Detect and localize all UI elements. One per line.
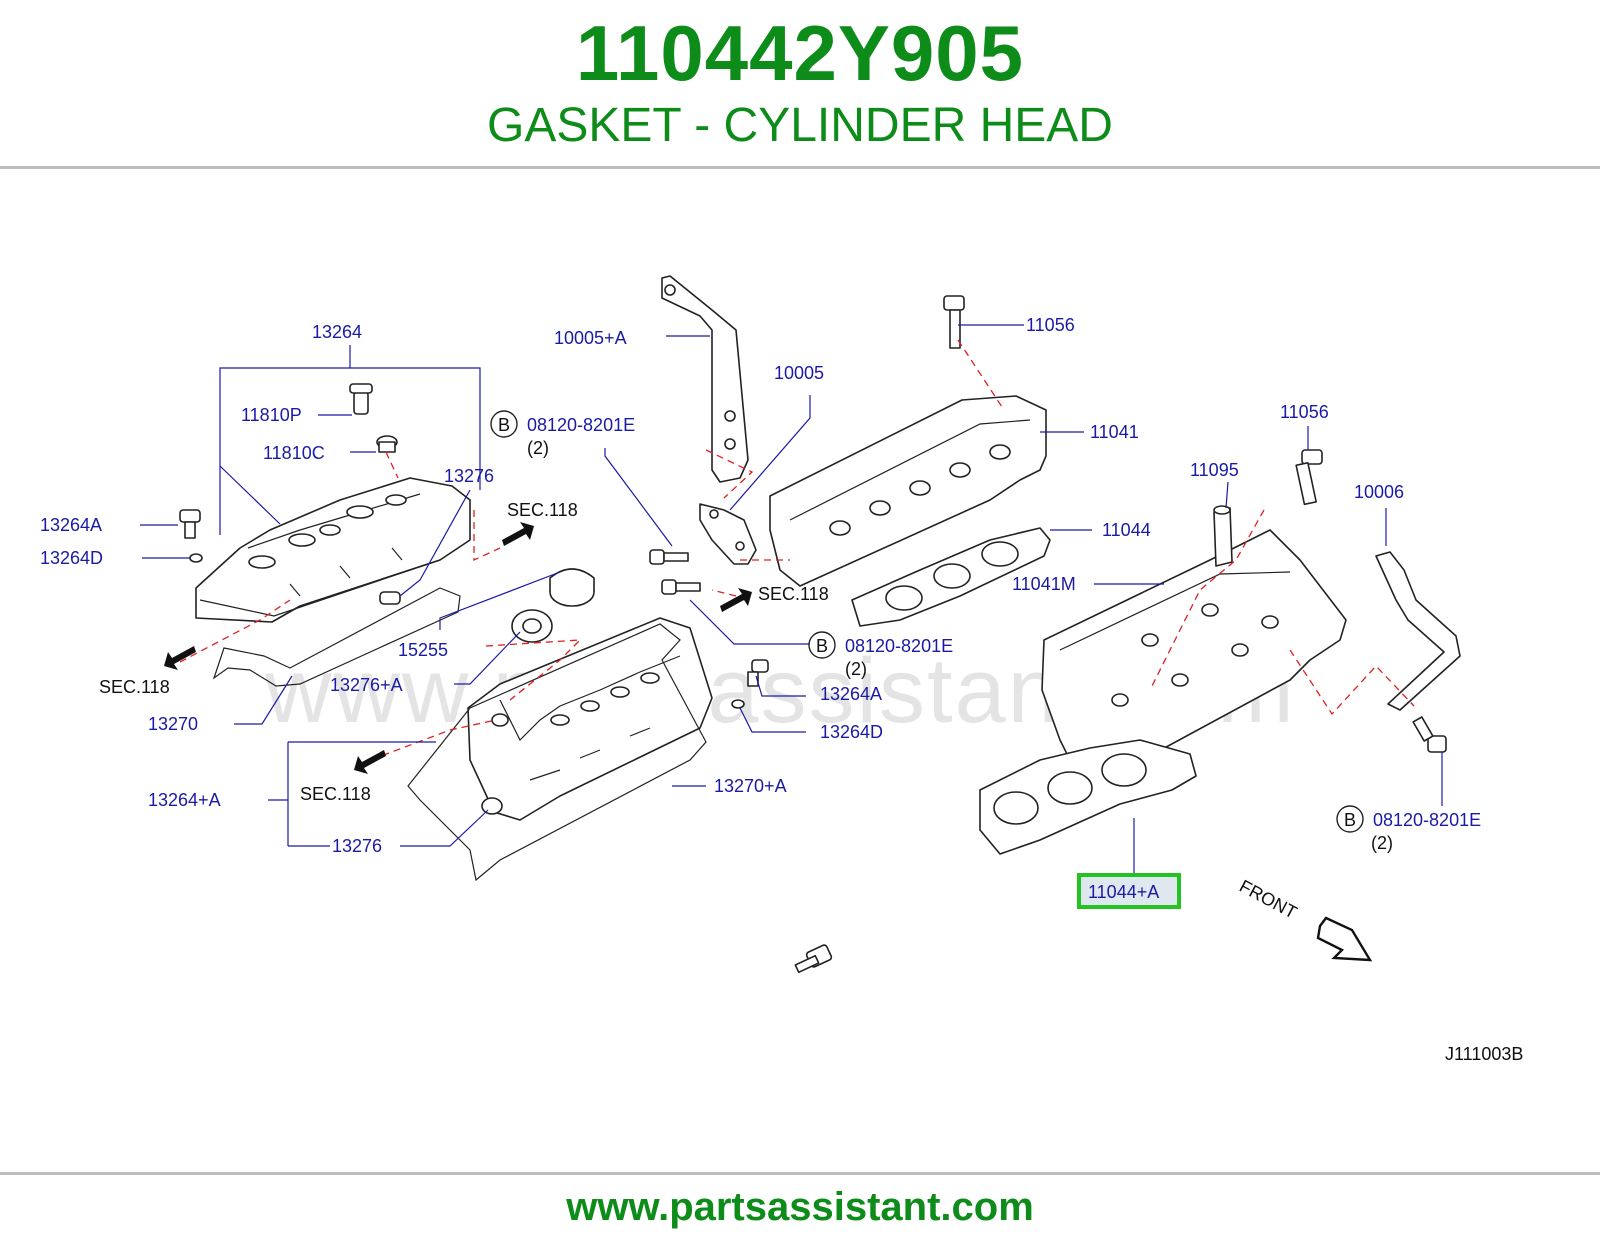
header-divider [0, 166, 1600, 169]
dowel-11095[interactable] [1213, 505, 1233, 567]
callout-15255[interactable]: 15255 [398, 640, 448, 660]
callout-13270[interactable]: 13270 [148, 714, 198, 734]
highlight-box [1077, 873, 1181, 909]
callout-11041[interactable]: 11041 [1090, 422, 1139, 442]
bolt-ref-2-part: 08120-8201E [845, 636, 953, 656]
bolt-ref-2[interactable]: B 08120-8201E (2) [808, 631, 953, 679]
callout-13264[interactable]: 13264 [312, 322, 362, 342]
bracket-10006[interactable] [1375, 551, 1461, 711]
callout-11056-top[interactable]: 11056 [1026, 315, 1075, 335]
bolt-ref-3-qty: (2) [1371, 833, 1393, 853]
callout-10006[interactable]: 10006 [1354, 482, 1404, 502]
callout-11056-right[interactable]: 11056 [1280, 402, 1329, 422]
bolt-ref-3-letter: B [1344, 810, 1356, 830]
sec-ref-4[interactable]: SEC.118 [300, 784, 371, 804]
bolt-11056-top[interactable] [943, 295, 965, 349]
cylinder-head-11041[interactable] [769, 395, 1047, 587]
bolt-13264A-left[interactable] [179, 509, 201, 539]
bolt-bottom[interactable] [794, 944, 833, 974]
callout-13270A[interactable]: 13270+A [714, 776, 787, 796]
washer-13264D-left[interactable] [189, 553, 203, 563]
bolt-11056-right[interactable] [1295, 449, 1323, 506]
gasket-11044A[interactable] [979, 739, 1197, 855]
grommet-11810C[interactable] [376, 435, 398, 453]
arrow-sec118-c [164, 646, 196, 670]
part-name-subtitle: GASKET - CYLINDER HEAD [487, 99, 1113, 152]
valve-cover-lower[interactable] [467, 617, 713, 821]
cylinder-head-11041M[interactable] [1041, 529, 1347, 781]
callout-13264D-left[interactable]: 13264D [40, 548, 103, 568]
washer-13264D-mid[interactable] [731, 699, 745, 709]
callout-11810P[interactable]: 11810P [241, 405, 302, 425]
part-number-title: 110442Y905 [575, 9, 1025, 97]
bolt-08120-upper-left[interactable] [649, 549, 689, 565]
bolt-ref-2-letter: B [816, 636, 828, 656]
callout-10005A[interactable]: 10005+A [554, 328, 627, 348]
bracket-10005A[interactable] [661, 275, 749, 483]
oil-filler-cap-15255[interactable] [549, 568, 595, 607]
parts-diagram: www.partsassistant.com [40, 275, 1523, 1064]
bolt-08120-right[interactable] [1412, 716, 1447, 753]
oil-filler-cap-11810P[interactable] [349, 383, 373, 415]
callout-11810C[interactable]: 11810C [263, 443, 325, 463]
gasket-13270[interactable] [212, 587, 461, 687]
callout-10005[interactable]: 10005 [774, 363, 824, 383]
arrow-sec118-a [502, 522, 534, 546]
bolt-13264A-mid[interactable] [747, 659, 769, 687]
seal-13276A[interactable] [511, 609, 553, 643]
callout-13264A-left[interactable]: 13264A [40, 515, 102, 535]
bolt-ref-1[interactable]: B 08120-8201E (2) [490, 410, 635, 458]
front-label: FRONT [1236, 876, 1300, 923]
bolt-ref-2-qty: (2) [845, 659, 867, 679]
arrow-sec118-b [720, 588, 752, 612]
footer-url-link[interactable]: www.partsassistant.com [566, 1185, 1034, 1229]
callout-11095[interactable]: 11095 [1190, 460, 1239, 480]
gasket-11044[interactable] [851, 527, 1051, 627]
valve-cover-upper[interactable] [195, 477, 471, 623]
bolt-ref-3[interactable]: B 08120-8201E (2) [1336, 805, 1481, 853]
front-arrow-icon [1316, 916, 1373, 962]
seal-13276-upper[interactable] [379, 591, 401, 605]
diagram-ref-code: J111003B [1445, 1044, 1523, 1064]
seal-13276-lower[interactable] [481, 797, 503, 815]
arrow-sec118-d [354, 750, 386, 774]
bolt-08120-mid[interactable] [661, 579, 701, 595]
gasket-13270A[interactable] [407, 623, 707, 882]
callout-13264D-mid[interactable]: 13264D [820, 722, 883, 742]
sec-ref-3[interactable]: SEC.118 [99, 677, 170, 697]
bolt-ref-1-letter: B [498, 415, 510, 435]
bracket-10005[interactable] [699, 503, 757, 565]
page-header: 110442Y905 GASKET - CYLINDER HEAD [0, 0, 1600, 168]
footer-divider [0, 1172, 1600, 1175]
callout-13276A[interactable]: 13276+A [330, 675, 403, 695]
bolt-ref-3-part: 08120-8201E [1373, 810, 1481, 830]
callout-11044[interactable]: 11044 [1102, 520, 1151, 540]
bolt-ref-1-part: 08120-8201E [527, 415, 635, 435]
callout-13264A-mid[interactable]: 13264A [820, 684, 882, 704]
callout-11041M[interactable]: 11041M [1012, 574, 1076, 594]
sec-ref-1[interactable]: SEC.118 [507, 500, 578, 520]
sec-ref-2[interactable]: SEC.118 [758, 584, 829, 604]
callout-13276-top[interactable]: 13276 [444, 466, 494, 486]
callout-11044A[interactable]: 11044+A [1088, 882, 1159, 902]
callout-13264plusA[interactable]: 13264+A [148, 790, 221, 810]
bolt-ref-1-qty: (2) [527, 438, 549, 458]
callout-13276-bottom[interactable]: 13276 [332, 836, 382, 856]
